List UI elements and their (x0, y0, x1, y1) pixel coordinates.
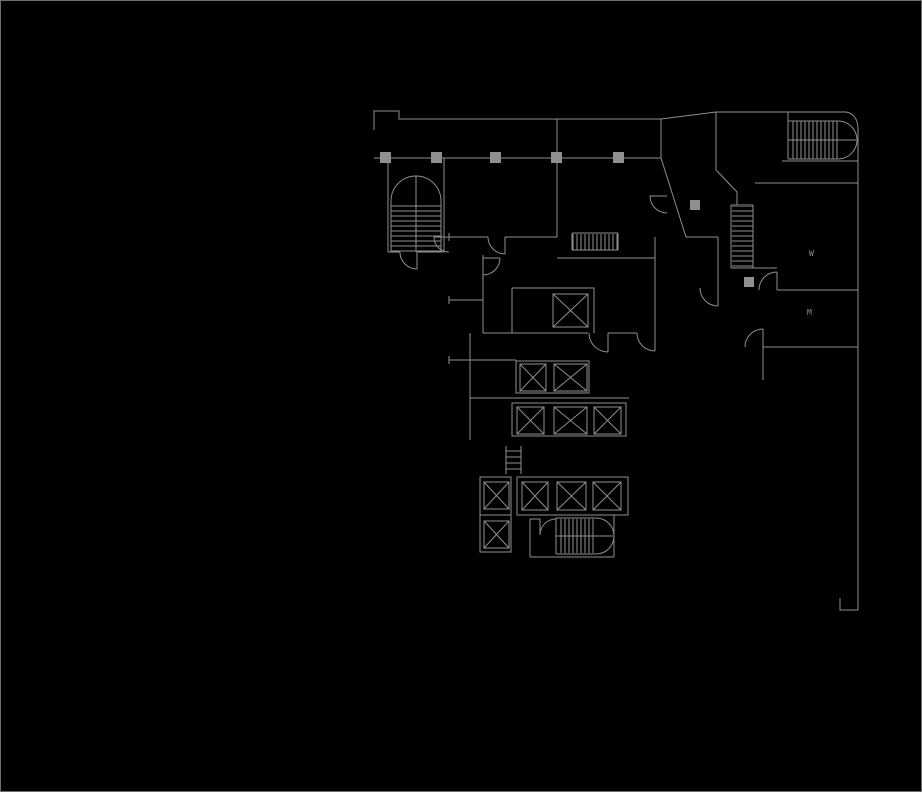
stair-mini (505, 446, 522, 474)
column (490, 152, 501, 163)
stair-left (390, 175, 442, 252)
shaft-outline (515, 360, 590, 394)
column (380, 152, 391, 163)
wall-top-corridor (373, 110, 719, 288)
door-swings (399, 195, 778, 536)
stair-rails (730, 204, 754, 269)
door-arc (699, 287, 719, 307)
elevator-cab (556, 481, 587, 511)
shaft-outline (516, 476, 629, 516)
column (690, 200, 700, 210)
column (431, 152, 442, 163)
stair-top-right (787, 120, 858, 160)
door-arc (487, 236, 506, 255)
wall-left-stair-room (387, 158, 445, 253)
stair-treads (732, 206, 753, 267)
stair-treads (572, 234, 618, 250)
door-arc (636, 332, 656, 352)
door-arc (539, 518, 557, 536)
door-arc (399, 251, 418, 270)
structural-columns (380, 152, 754, 287)
door-arc (433, 236, 450, 253)
stair-treads (506, 446, 521, 474)
stair-rails (390, 175, 442, 252)
elevator-cab (516, 406, 545, 435)
stair-rails (505, 446, 522, 474)
label-womens-room: W (809, 249, 814, 258)
walls (373, 110, 859, 611)
elevator-cab (519, 363, 547, 392)
wall-mid-corridors (448, 233, 656, 364)
stair-middle (571, 232, 619, 251)
room-labels: W M (807, 249, 814, 317)
door-arc (649, 195, 668, 214)
elevator-cab (483, 481, 510, 510)
door-arc (588, 332, 609, 353)
elevator-shafts (479, 293, 629, 553)
stair-rails (555, 517, 615, 555)
door-arc (758, 271, 778, 291)
elevator-cab (553, 406, 588, 435)
elevator-cab (593, 406, 622, 435)
shaft-outline (511, 402, 627, 437)
stair-rails (787, 120, 858, 160)
stair-rails (571, 232, 619, 251)
column (613, 152, 624, 163)
column (744, 277, 754, 287)
door-arc (744, 328, 764, 348)
stair-bottom (555, 517, 615, 555)
elevator-cab (483, 520, 510, 549)
door-arc (482, 257, 501, 276)
label-mens-room: M (807, 308, 812, 317)
wall-restrooms (753, 182, 858, 380)
wall-elevator-lobby (449, 287, 629, 558)
elevator-cab (552, 293, 589, 328)
wall-top-right-block (715, 111, 859, 611)
stair-right-narrow (730, 204, 754, 269)
elevator-cab (521, 481, 549, 511)
column (551, 152, 562, 163)
elevator-cab (592, 481, 622, 511)
elevator-cab (553, 363, 588, 392)
